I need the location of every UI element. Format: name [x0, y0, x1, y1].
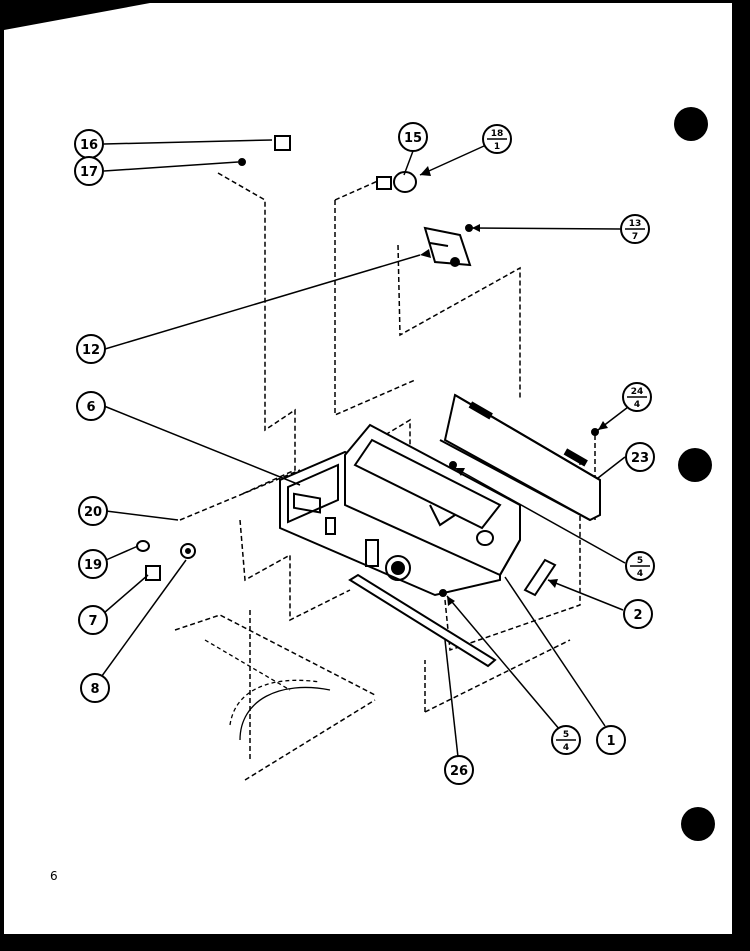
- rear-guard-panel: [439, 393, 601, 522]
- end-cap: [523, 558, 557, 597]
- callout-circle: [623, 599, 653, 629]
- callout-circle: [625, 442, 655, 472]
- callout-c5a: 54: [625, 551, 655, 581]
- callout-c19: 19: [78, 549, 108, 579]
- callout-circle: [444, 755, 474, 785]
- callout-number: 2: [633, 608, 642, 623]
- trim-strip: [348, 573, 497, 668]
- callout-number: 26: [450, 764, 468, 779]
- callout-fraction-bottom: 4: [563, 743, 569, 753]
- binder-hole-middle: [678, 448, 712, 482]
- callout-number: 6: [86, 400, 95, 415]
- callout-number: 1: [606, 734, 615, 749]
- callout-c6: 6: [76, 391, 106, 421]
- callout-number: 19: [84, 558, 102, 573]
- callout-fraction-bottom: 4: [637, 569, 643, 579]
- binder-hole-bottom: [681, 807, 715, 841]
- callout-fraction-bottom: 1: [494, 142, 500, 152]
- control-console-housing: [344, 423, 521, 577]
- callout-fraction-top: 5: [637, 556, 643, 566]
- cabinet-top-outline: [204, 639, 331, 741]
- timer-assembly: [423, 226, 472, 267]
- callout-circle: [76, 334, 106, 364]
- callout-circle: [74, 156, 104, 186]
- callout-circle: [80, 673, 110, 703]
- callout-c7: 7: [78, 605, 108, 635]
- callout-c2: 2: [623, 599, 653, 629]
- callout-fraction-bottom: 4: [634, 400, 640, 410]
- callout-fraction-top: 18: [491, 129, 504, 139]
- callout-c20: 20: [78, 496, 108, 526]
- leader-arrowheads: [420, 166, 608, 606]
- callout-c13: 137: [620, 214, 650, 244]
- callout-c5b: 54: [551, 725, 581, 755]
- callout-c18: 181: [482, 124, 512, 154]
- callout-circle: [78, 549, 108, 579]
- corner-scan-shadow: [4, 3, 150, 30]
- callout-circle: [78, 605, 108, 635]
- callout-c26: 26: [444, 755, 474, 785]
- callout-fraction-bottom: 7: [632, 232, 638, 242]
- callout-c23: 23: [625, 442, 655, 472]
- callout-c1: 1: [596, 725, 626, 755]
- callout-c12: 12: [76, 334, 106, 364]
- callout-number: 20: [84, 505, 102, 520]
- callout-fraction-top: 5: [563, 730, 569, 740]
- callout-circle: [78, 496, 108, 526]
- callout-number: 8: [90, 682, 99, 697]
- callout-circle: [76, 391, 106, 421]
- callout-number: 12: [82, 343, 100, 358]
- callout-number: 23: [631, 451, 649, 466]
- callout-c15: 15: [398, 122, 428, 152]
- callout-circle: [596, 725, 626, 755]
- callout-c17: 17: [74, 156, 104, 186]
- callout-c8: 8: [80, 673, 110, 703]
- callout-number: 15: [404, 131, 422, 146]
- callout-circle: [398, 122, 428, 152]
- callout-c16: 16: [74, 129, 104, 159]
- callout-fraction-top: 24: [631, 387, 644, 397]
- page-number: 6: [50, 869, 58, 883]
- callout-number: 7: [88, 614, 97, 629]
- callout-number: 17: [80, 165, 98, 180]
- callout-c24: 244: [622, 382, 652, 412]
- callout-number: 16: [80, 138, 98, 153]
- callout-fraction-top: 13: [629, 219, 642, 229]
- binder-hole-top: [674, 107, 708, 141]
